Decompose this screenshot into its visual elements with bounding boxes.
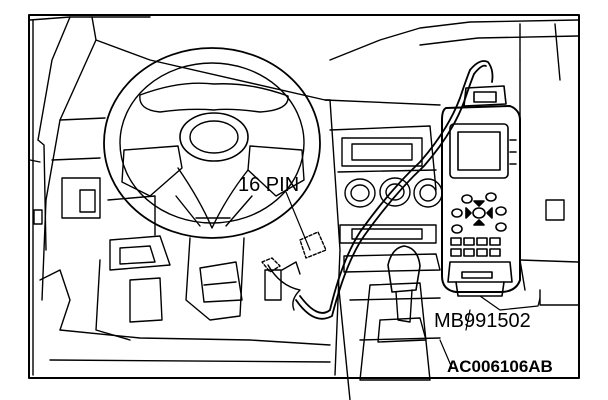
left-side-panel [29,19,71,376]
leader-lines [439,295,541,369]
tool-part-number-label: MB991502 [434,310,531,332]
right-trim [519,59,579,306]
figure-frame [28,14,580,379]
sixteen-pin-connector [261,191,327,311]
figure-code-label: AC006106AB [447,357,553,376]
steering-wheel [103,47,321,239]
dash-top [29,16,579,376]
connector-label: 16 PIN [238,174,300,196]
steering-column [185,237,282,321]
center-console [329,125,443,400]
gear-shifter [359,245,441,343]
scan-tool [441,85,521,297]
dashboard-bands [49,117,331,363]
